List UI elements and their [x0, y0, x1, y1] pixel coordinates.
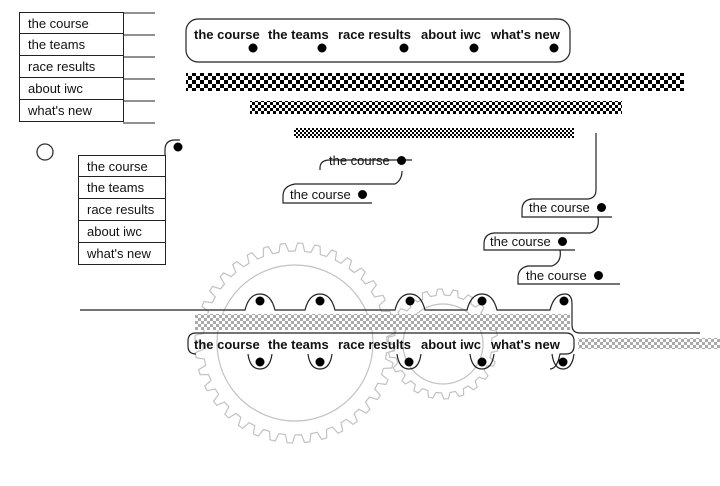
menu-item-the-teams[interactable]: the teams — [78, 177, 166, 199]
bullet-dot-icon — [255, 357, 265, 367]
menu-second: the course the teams race results about … — [78, 155, 166, 265]
ring-icon — [36, 143, 54, 161]
bullet-dot-icon — [397, 156, 407, 165]
gear-icon — [194, 242, 396, 444]
menu-item-the-course[interactable]: the course — [78, 155, 166, 177]
bullet-dot-icon — [255, 296, 265, 306]
menu-item-the-teams[interactable]: the teams — [19, 34, 124, 56]
menu-item-about-iwc[interactable]: about iwc — [19, 78, 124, 100]
bullet-dot-icon — [315, 296, 325, 306]
pill-link-the-course[interactable]: the course — [290, 187, 368, 203]
checker-strip-small — [294, 128, 574, 138]
bullet-dot-icon — [558, 237, 568, 246]
gear-icon — [387, 288, 499, 400]
nav-bottom-the-course[interactable]: the course — [194, 337, 260, 352]
pill-label: the course — [490, 234, 551, 249]
bullet-dot-icon — [549, 43, 559, 53]
pill-label: the course — [329, 153, 390, 168]
menu-item-race-results[interactable]: race results — [19, 56, 124, 78]
nav-top-whats-new[interactable]: what's new — [491, 27, 560, 42]
nav-bottom-race-results[interactable]: race results — [338, 337, 411, 352]
checker-strip-right — [578, 338, 720, 349]
pill-label: the course — [290, 187, 351, 202]
nav-top-about-iwc[interactable]: about iwc — [421, 27, 481, 42]
bullet-dot-icon — [317, 43, 327, 53]
pill-link-the-course[interactable]: the course — [490, 234, 568, 250]
bullet-dot-icon — [559, 296, 569, 306]
checker-strip-large — [186, 73, 684, 91]
bullet-dot-icon — [594, 271, 604, 280]
bullet-dot-icon — [405, 296, 415, 306]
pill-label: the course — [529, 200, 590, 215]
menu-top-left: the course the teams race results about … — [19, 12, 124, 122]
menu-item-about-iwc[interactable]: about iwc — [78, 221, 166, 243]
gear-hub-icon — [402, 303, 484, 385]
bullet-dot-icon — [477, 357, 487, 367]
top-nav-frame — [185, 18, 571, 63]
bullet-dot-icon — [248, 43, 258, 53]
nav-top-race-results[interactable]: race results — [338, 27, 411, 42]
bullet-dot-icon — [173, 142, 183, 152]
gear-hub-icon — [216, 264, 374, 422]
bullet-dot-icon — [404, 357, 414, 367]
menu-item-whats-new[interactable]: what's new — [19, 100, 124, 122]
bullet-dot-icon — [558, 357, 568, 367]
pill-link-the-course[interactable]: the course — [329, 153, 407, 169]
bullet-dot-icon — [469, 43, 479, 53]
nav-bottom-about-iwc[interactable]: about iwc — [421, 337, 481, 352]
bullet-dot-icon — [597, 203, 607, 212]
bullet-dot-icon — [315, 357, 325, 367]
bullet-dot-icon — [399, 43, 409, 53]
pill-link-the-course[interactable]: the course — [526, 268, 604, 284]
bullet-dot-icon — [477, 296, 487, 306]
bullet-dot-icon — [358, 190, 368, 199]
menu-item-race-results[interactable]: race results — [78, 199, 166, 221]
nav-bottom-the-teams[interactable]: the teams — [268, 337, 329, 352]
checker-strip-bottom — [195, 314, 570, 330]
gear-icon — [194, 242, 499, 444]
nav-top-the-course[interactable]: the course — [194, 27, 260, 42]
nav-bottom-whats-new[interactable]: what's new — [491, 337, 560, 352]
pill-label: the course — [526, 268, 587, 283]
nav-top-the-teams[interactable]: the teams — [268, 27, 329, 42]
menu-item-whats-new[interactable]: what's new — [78, 243, 166, 265]
menu-item-the-course[interactable]: the course — [19, 12, 124, 34]
checker-strip-medium — [250, 101, 622, 114]
pill-link-the-course[interactable]: the course — [529, 200, 607, 216]
